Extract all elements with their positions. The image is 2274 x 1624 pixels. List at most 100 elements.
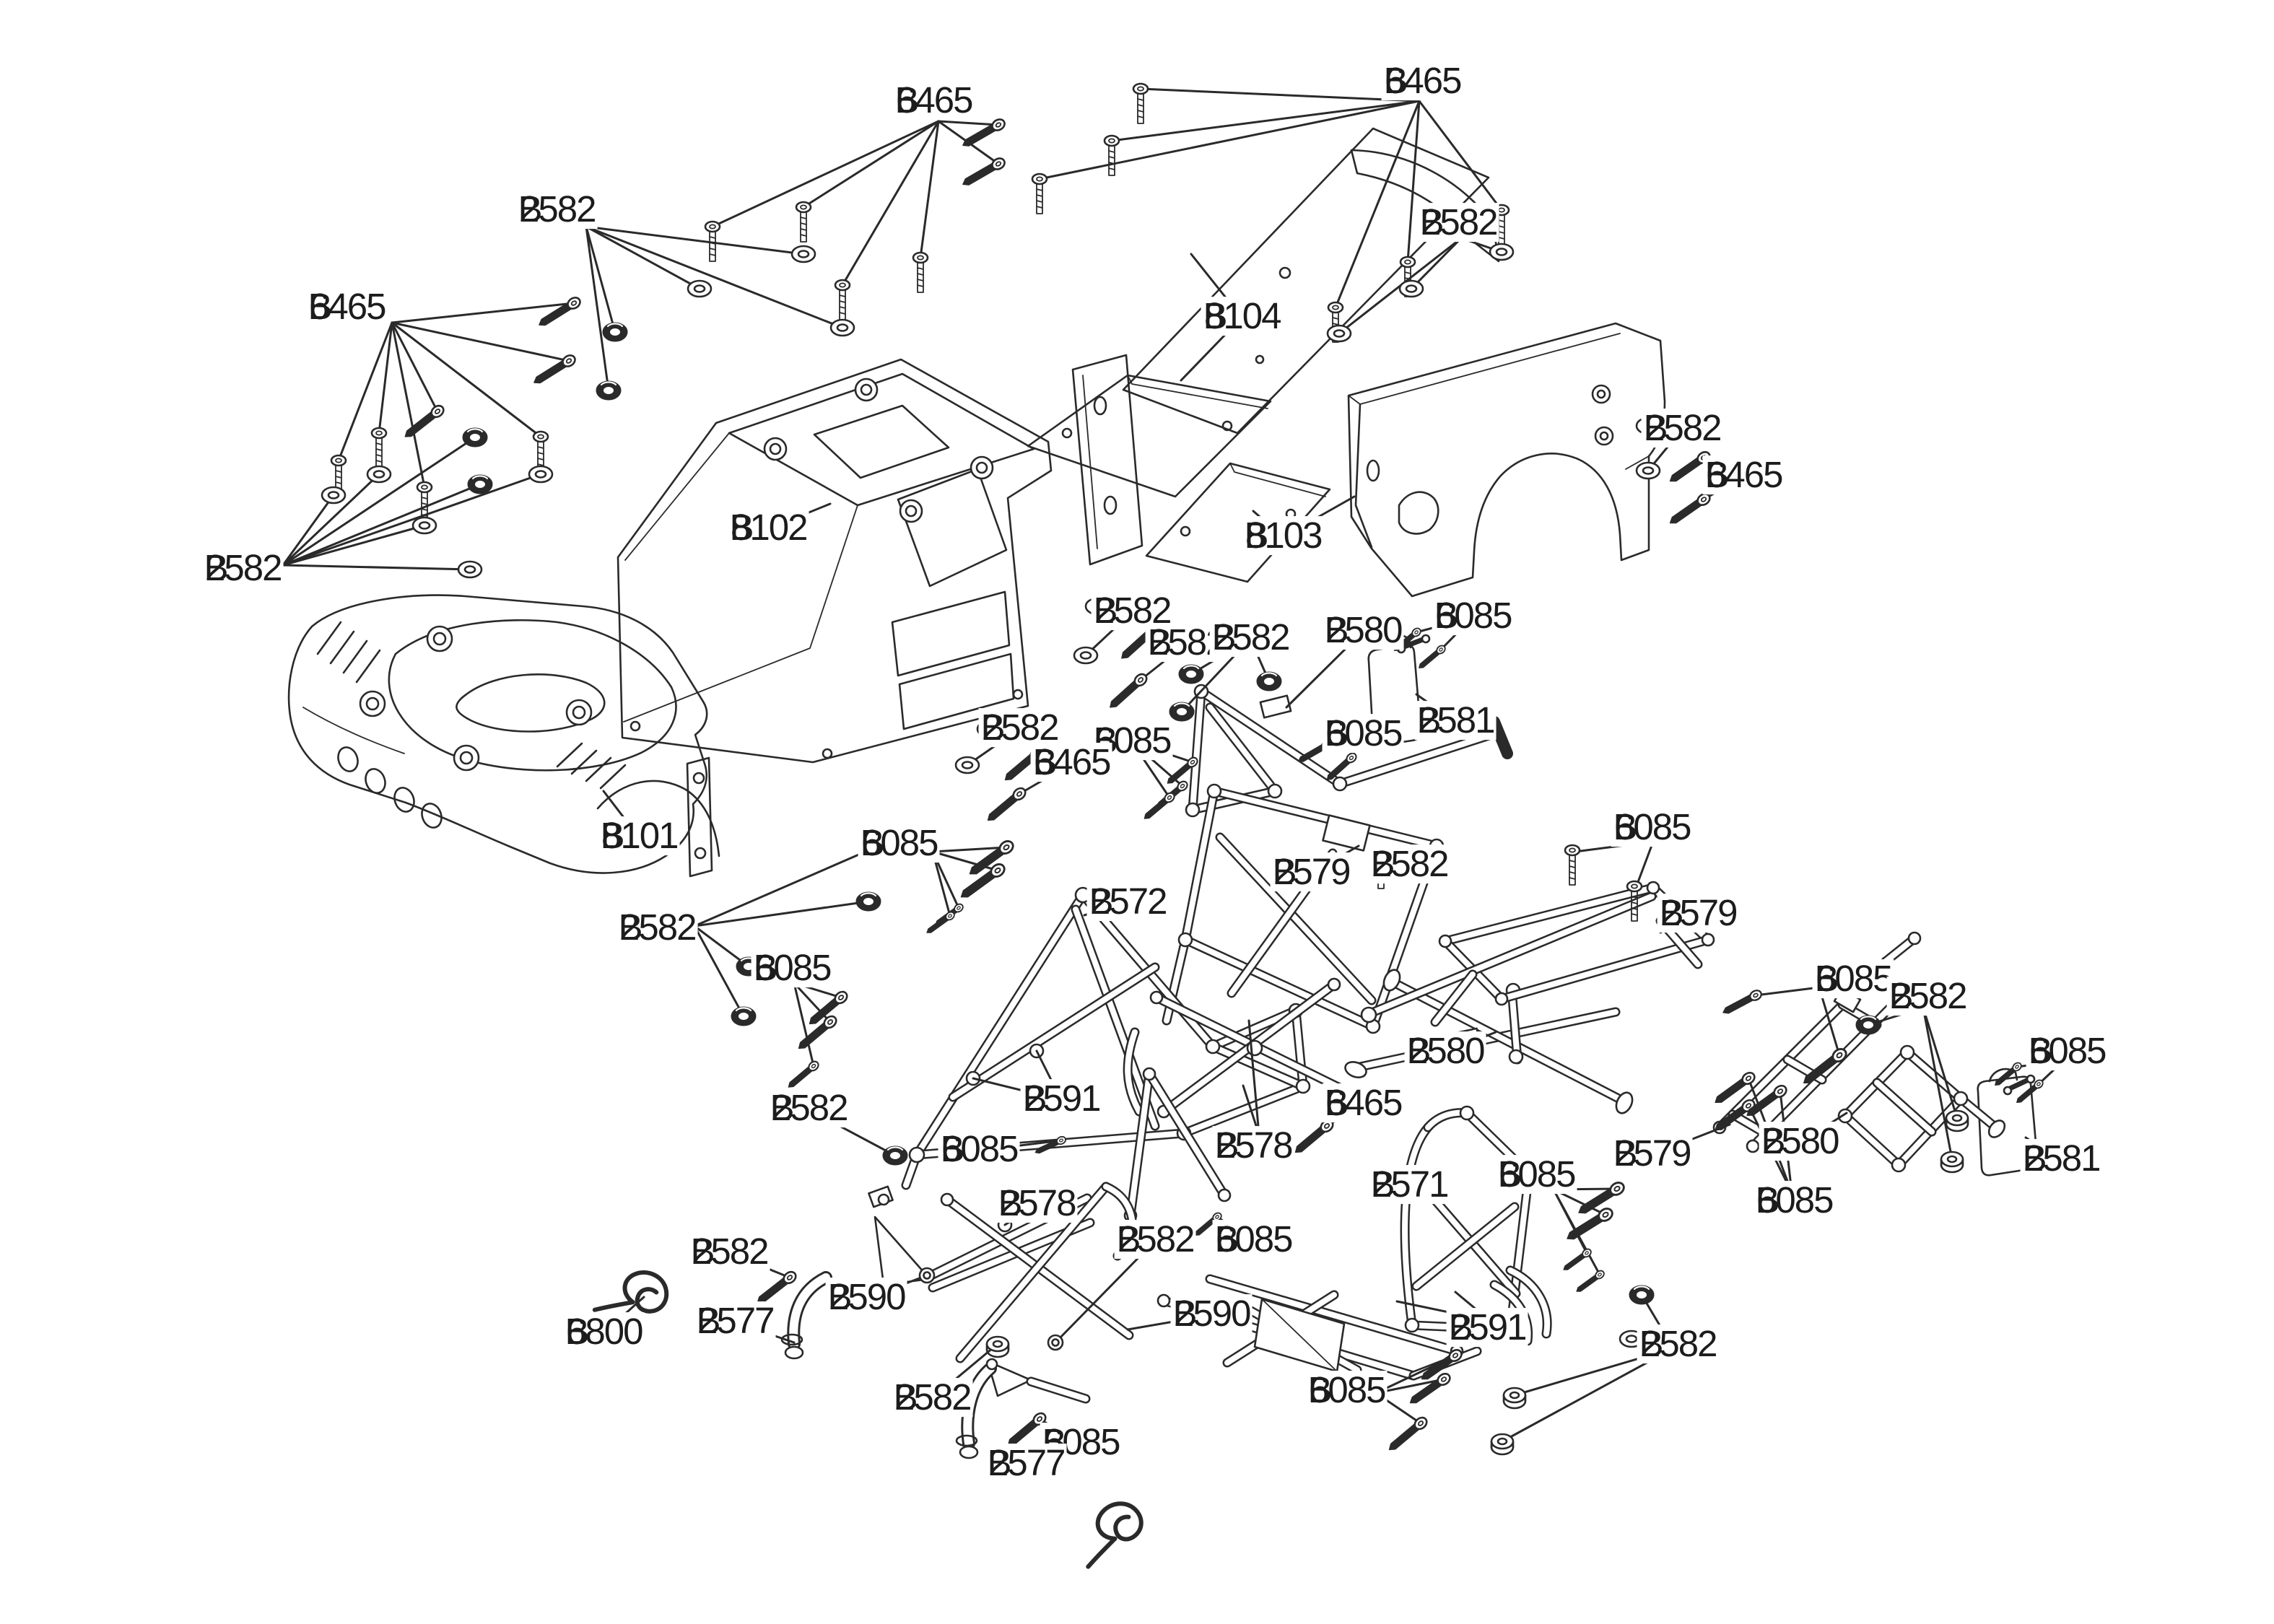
flat-head-screw-icon (1003, 1410, 1049, 1451)
part-flat-panel-1 (1027, 374, 1272, 498)
washer-icon (1073, 646, 1099, 665)
body-clip-icon (1074, 1499, 1149, 1567)
machine-screw-icon (1031, 173, 1048, 215)
leader-line (391, 302, 575, 324)
fastener-icons (321, 82, 2045, 1567)
flat-head-screw-icon (1001, 744, 1046, 785)
leader-line (1131, 741, 1194, 764)
grommet-icon (881, 1145, 909, 1166)
leader-line (282, 473, 542, 567)
washer-icon (1619, 1330, 1644, 1348)
leader-line (728, 1252, 791, 1279)
leader-line (282, 483, 482, 567)
leader-line (1190, 253, 1243, 319)
flat-head-screw-icon (1416, 643, 1447, 672)
part-cage-brace-b2580-1 (1185, 684, 1513, 818)
leader-line (1798, 1112, 1848, 1144)
leader-line (391, 321, 426, 489)
grommet-icon (735, 956, 762, 977)
leader-line (1552, 1188, 1607, 1216)
grommet-icon (1855, 1014, 1882, 1036)
leader-line (1247, 1019, 1260, 1136)
machine-screw-icon (1103, 134, 1120, 177)
leader-line (1375, 1378, 1445, 1394)
leader-line (378, 321, 393, 435)
leader-line (931, 850, 951, 917)
grommet-icon (601, 321, 629, 343)
leader-line (841, 120, 940, 287)
part-front-cage-b2572 (901, 886, 1311, 1190)
leader-line (1285, 630, 1364, 709)
leader-line (1410, 237, 1463, 290)
flat-head-screw-icon (1573, 1268, 1606, 1296)
leader-line (1018, 762, 1073, 795)
leader-line (602, 790, 640, 839)
leader-line (693, 900, 870, 927)
leader-line (802, 120, 940, 209)
part-bumper-assembly-right (955, 1358, 1091, 1459)
grommet-icon (461, 427, 489, 448)
grommet-icon (1628, 1284, 1655, 1306)
part-mud-guard-1-b2581 (1367, 634, 1431, 746)
flat-head-screw-icon (1665, 448, 1713, 486)
leader-line (1110, 100, 1421, 142)
leader-line (1216, 1215, 1255, 1242)
part-rear-panel-b8104 (1071, 127, 1500, 566)
grommet-icon (1168, 701, 1195, 722)
washer-icon (1398, 279, 1424, 298)
machine-screw-icon (834, 279, 851, 321)
thick-washer-icon (1502, 1387, 1527, 1410)
flat-head-screw-icon (923, 909, 957, 937)
part-bumper-assembly-left (780, 1182, 1138, 1363)
leader-line (1754, 986, 1821, 997)
leader-line (1418, 100, 1503, 211)
flat-head-screw-icon (1385, 1414, 1430, 1455)
leader-line (1038, 1418, 1082, 1445)
part-flat-panel-2 (1145, 462, 1331, 583)
leader-line (585, 225, 617, 333)
leader-line (1406, 100, 1421, 263)
leader-line (1922, 1006, 1959, 1119)
leader-line (931, 850, 999, 872)
washer-icon (1326, 324, 1352, 343)
thick-washer-icon (985, 1335, 1010, 1358)
leader-line (767, 502, 832, 531)
grommet-icon (1177, 663, 1205, 685)
leader-line (1634, 840, 1655, 889)
nut-icon (1047, 1334, 1064, 1351)
part-cross-brace-b2578 (1123, 977, 1363, 1223)
washer-icon (790, 245, 816, 263)
leader-line (1501, 1347, 1675, 1443)
flat-head-screw-icon (1720, 987, 1764, 1018)
leader-line (1252, 510, 1284, 538)
washer-icon (687, 279, 713, 298)
leader-line (282, 436, 476, 567)
leader-line (282, 494, 335, 567)
leader-line (693, 925, 745, 1018)
leader-line (807, 1108, 897, 1157)
leader-line (711, 120, 940, 228)
machine-screw-icon (912, 251, 929, 294)
leader-line (937, 120, 1000, 126)
leader-line (337, 321, 393, 462)
part-ladder-frame-b2579-3 (1712, 931, 1922, 1153)
leader-line (585, 225, 610, 392)
machine-screw-icon (1564, 844, 1581, 886)
leader-line (282, 564, 471, 571)
leader-line (1180, 316, 1243, 382)
leader-line (1818, 986, 1841, 1057)
washer-icon (321, 486, 347, 505)
flat-head-screw-icon (1295, 738, 1335, 766)
part-cage-brace-b2580-3 (1837, 1044, 2006, 1173)
washer-icon (1084, 597, 1110, 616)
leader-line (282, 524, 426, 567)
leader-line (585, 225, 701, 290)
leader-line (282, 473, 380, 567)
leader-line (999, 1446, 1027, 1466)
part-front-hood-b8101 (287, 594, 720, 878)
leader-line (1038, 100, 1421, 180)
grommet-icon (1255, 671, 1283, 692)
machine-screw-icon (795, 201, 812, 243)
washer-icon (829, 318, 855, 337)
